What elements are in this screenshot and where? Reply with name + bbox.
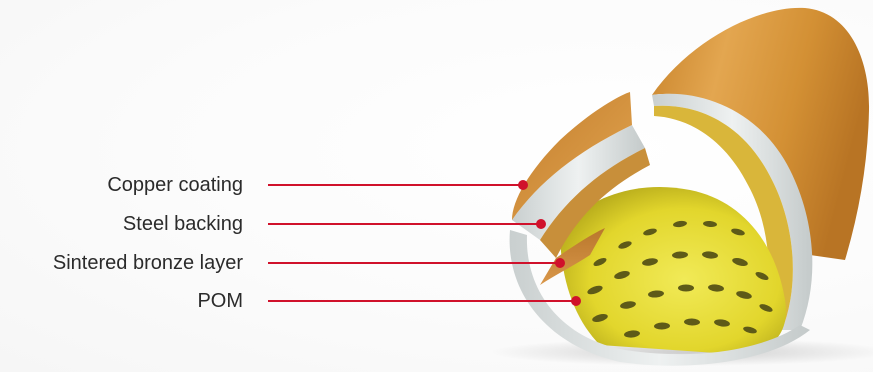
label-steel-backing: Steel backing	[122, 213, 243, 235]
leader-dot-steel	[536, 219, 546, 229]
label-pom: POM	[197, 290, 243, 312]
steel-rim-back	[652, 93, 813, 330]
inner-band	[654, 105, 793, 330]
leader-dot-copper	[518, 180, 528, 190]
pom-pockets	[587, 220, 773, 338]
copper-front-face	[512, 92, 632, 220]
bronze-band	[540, 148, 650, 258]
label-copper-coating: Copper coating	[107, 174, 243, 196]
leader-dot-bronze	[555, 258, 565, 268]
label-sintered-bronze-layer: Sintered bronze layer	[52, 252, 243, 274]
bronze-strip	[540, 228, 605, 285]
steel-strip	[512, 125, 645, 240]
leader-lines	[268, 180, 581, 306]
leader-dot-pom	[571, 296, 581, 306]
pom-surface	[560, 186, 786, 355]
